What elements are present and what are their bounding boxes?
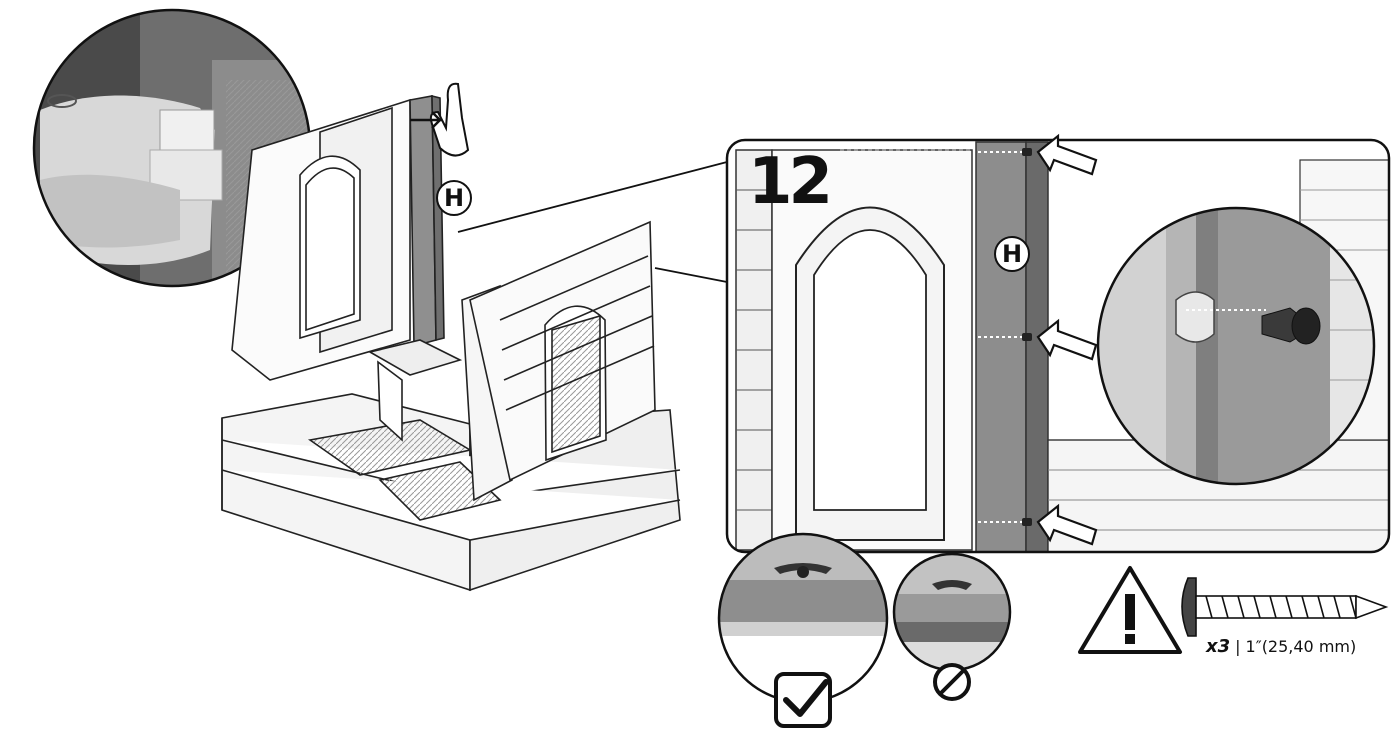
incorrect-example-inset [892,552,1012,672]
photo-inset [32,8,312,288]
part-label-text: H [1001,240,1023,268]
screw-icon [1181,577,1389,637]
spec-separator: | [1235,637,1241,656]
fastener-size: 1″(25,40 mm) [1245,637,1357,656]
arrow-icon [1036,133,1098,546]
fastener-spec: x3|1″(25,40 mm) [1206,636,1356,657]
part-label-h: H [436,180,472,216]
part-label-text: H [443,184,465,212]
warning-triangle-icon [1078,566,1182,654]
part-label-h-zoom: H [994,236,1030,272]
checkmark-box-icon [774,672,832,728]
prohibited-icon [933,663,971,701]
screw-detail-inset [1096,206,1376,486]
fastener-quantity: x3 [1206,636,1231,657]
hand-press-icon [410,82,470,157]
playhouse-assembly [221,94,681,592]
step-number: 12 [748,145,833,219]
callout-lines [457,161,728,283]
